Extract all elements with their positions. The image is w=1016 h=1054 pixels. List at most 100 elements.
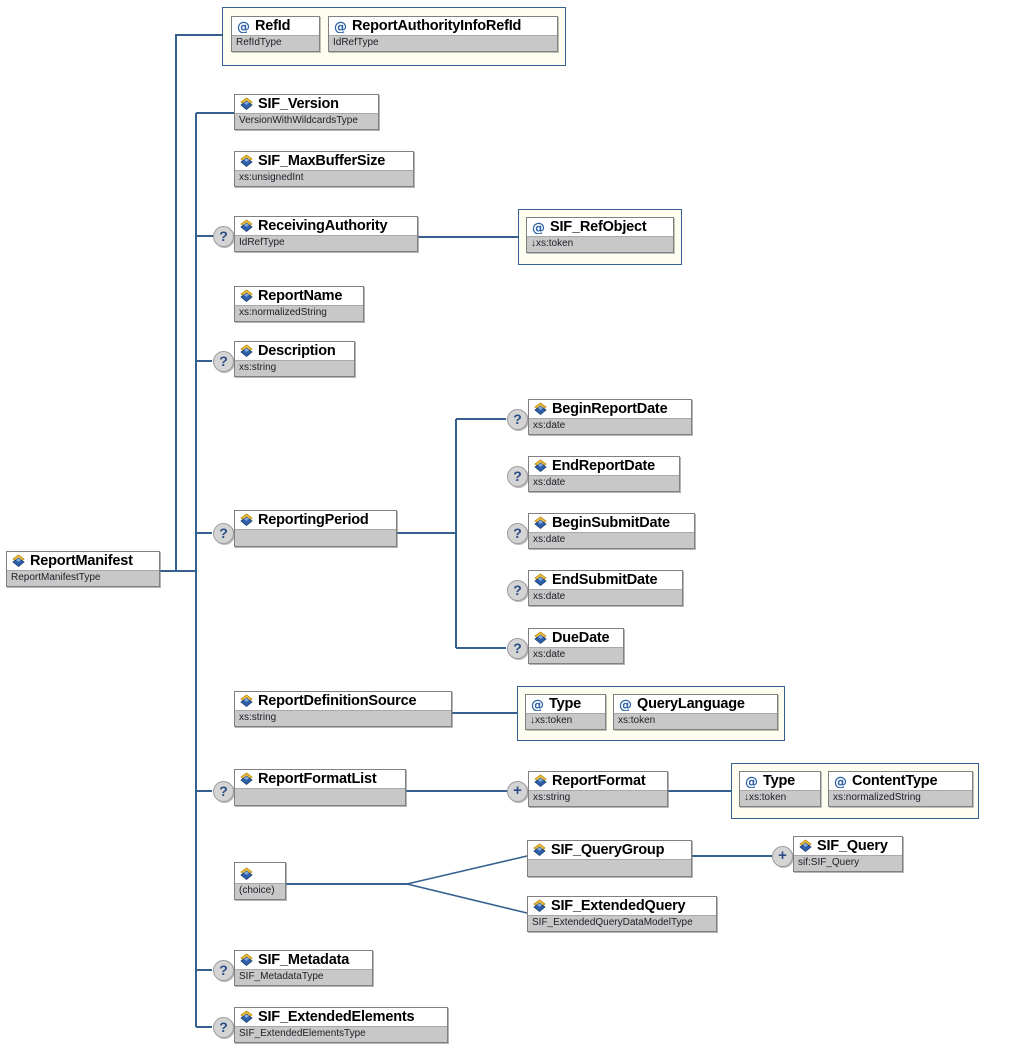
node-name-row: SIF_ExtendedElements — [235, 1008, 447, 1026]
node-name-row: @ Type — [526, 695, 605, 713]
svg-text:@: @ — [237, 20, 250, 33]
element-icon — [239, 344, 254, 358]
node-type: xs:normalizedString — [235, 305, 363, 321]
node-reporting-period[interactable]: ReportingPeriod — [234, 510, 397, 547]
node-type: SIF_ExtendedQueryDataModelType — [528, 915, 716, 931]
node-name-row: @ Type — [740, 772, 820, 790]
node-name-row: EndSubmitDate — [529, 571, 682, 589]
svg-text:@: @ — [619, 698, 632, 711]
node-type: VersionWithWildcardsType — [235, 113, 378, 129]
at-icon: @ — [333, 19, 348, 33]
at-icon: @ — [744, 774, 759, 788]
node-name-row: BeginReportDate — [529, 400, 691, 418]
node-sif-extendedquery[interactable]: SIF_ExtendedQuery SIF_ExtendedQueryDataM… — [527, 896, 717, 932]
node-sif-version[interactable]: SIF_Version VersionWithWildcardsType — [234, 94, 379, 130]
node-type: ↓xs:token — [740, 790, 820, 806]
node-begin-submit-date[interactable]: BeginSubmitDate xs:date — [528, 513, 695, 549]
occurrence-marker-optional: ? — [507, 580, 528, 601]
element-icon — [533, 774, 548, 788]
element-icon — [532, 843, 547, 857]
node-type: xs:string — [235, 710, 451, 726]
svg-text:@: @ — [531, 698, 544, 711]
node-label: SIF_Query — [817, 838, 888, 854]
node-attr-query-language[interactable]: @ QueryLanguage xs:token — [613, 694, 778, 730]
occurrence-marker-optional: ? — [213, 351, 234, 372]
node-label: QueryLanguage — [637, 696, 745, 712]
node-end-report-date[interactable]: EndReportDate xs:date — [528, 456, 680, 492]
node-attr-refid[interactable]: @ RefId RefIdType — [231, 16, 320, 52]
node-end-submit-date[interactable]: EndSubmitDate xs:date — [528, 570, 683, 606]
node-label: Type — [763, 773, 795, 789]
occurrence-marker-optional: ? — [213, 960, 234, 981]
node-type: xs:string — [235, 360, 354, 376]
svg-text:@: @ — [532, 221, 545, 234]
element-icon — [533, 516, 548, 530]
element-icon — [239, 772, 254, 786]
element-icon — [798, 839, 813, 853]
node-description[interactable]: Description xs:string — [234, 341, 355, 377]
node-sif-extendedelements[interactable]: SIF_ExtendedElements SIF_ExtendedElement… — [234, 1007, 448, 1043]
node-type: ReportManifestType — [7, 570, 159, 586]
node-report-manifest[interactable]: ReportManifest ReportManifestType — [6, 551, 160, 587]
node-type — [528, 859, 691, 876]
node-report-definition-source[interactable]: ReportDefinitionSource xs:string — [234, 691, 452, 727]
node-name-row: ReportFormatList — [235, 770, 405, 788]
node-attr-sif-refobject[interactable]: @ SIF_RefObject ↓xs:token — [526, 217, 674, 253]
node-type: SIF_ExtendedElementsType — [235, 1026, 447, 1042]
node-sif-querygroup[interactable]: SIF_QueryGroup — [527, 840, 692, 877]
node-type: xs:date — [529, 589, 682, 605]
element-icon — [532, 899, 547, 913]
node-label: SIF_Version — [258, 96, 339, 112]
node-label: ContentType — [852, 773, 938, 789]
node-label: ReportingPeriod — [258, 512, 369, 528]
occurrence-marker-optional: ? — [213, 781, 234, 802]
node-sif-query[interactable]: SIF_Query sif:SIF_Query — [793, 836, 903, 872]
node-attr-type[interactable]: @ Type ↓xs:token — [739, 771, 821, 807]
node-choice[interactable]: (choice) — [234, 862, 286, 900]
node-name-row: @ ContentType — [829, 772, 972, 790]
at-icon: @ — [833, 774, 848, 788]
at-icon: @ — [236, 19, 251, 33]
node-name-row: Description — [235, 342, 354, 360]
attribute-group-root: @ RefId RefIdType @ ReportAuthorityInfoR… — [222, 7, 566, 66]
node-report-format-list[interactable]: ReportFormatList — [234, 769, 406, 806]
node-label: SIF_Metadata — [258, 952, 350, 968]
occurrence-marker-optional: ? — [507, 409, 528, 430]
node-type: (choice) — [235, 883, 285, 899]
node-name-row: SIF_ExtendedQuery — [528, 897, 716, 915]
occurrence-marker-optional: ? — [507, 523, 528, 544]
node-name-row: SIF_QueryGroup — [528, 841, 691, 859]
node-type: xs:date — [529, 475, 679, 491]
node-attr-content-type[interactable]: @ ContentType xs:normalizedString — [828, 771, 973, 807]
node-label: SIF_RefObject — [550, 219, 647, 235]
element-icon — [239, 867, 254, 881]
node-type: xs:token — [614, 713, 777, 729]
svg-text:@: @ — [834, 775, 847, 788]
node-name-row: ReceivingAuthority — [235, 217, 417, 235]
element-icon — [239, 154, 254, 168]
node-report-format[interactable]: ReportFormat xs:string — [528, 771, 668, 807]
node-due-date[interactable]: DueDate xs:date — [528, 628, 624, 664]
node-sif-metadata[interactable]: SIF_Metadata SIF_MetadataType — [234, 950, 373, 986]
element-icon — [239, 97, 254, 111]
node-begin-report-date[interactable]: BeginReportDate xs:date — [528, 399, 692, 435]
node-label: EndSubmitDate — [552, 572, 658, 588]
node-type: sif:SIF_Query — [794, 855, 902, 871]
node-type: xs:normalizedString — [829, 790, 972, 806]
node-name-row: @ ReportAuthorityInfoRefId — [329, 17, 557, 35]
node-attr-report-authority-info-refid[interactable]: @ ReportAuthorityInfoRefId IdRefType — [328, 16, 558, 52]
node-name-row — [235, 863, 285, 883]
node-report-name[interactable]: ReportName xs:normalizedString — [234, 286, 364, 322]
node-label: SIF_ExtendedElements — [258, 1009, 415, 1025]
node-receiving-authority[interactable]: ReceivingAuthority IdRefType — [234, 216, 418, 252]
occurrence-marker-optional: ? — [213, 226, 234, 247]
node-label: ReportAuthorityInfoRefId — [352, 18, 522, 34]
svg-text:@: @ — [334, 20, 347, 33]
node-label: ReportName — [258, 288, 343, 304]
node-attr-type[interactable]: @ Type ↓xs:token — [525, 694, 606, 730]
element-icon — [11, 554, 26, 568]
node-sif-maxbuffersize[interactable]: SIF_MaxBufferSize xs:unsignedInt — [234, 151, 414, 187]
node-name-row: ReportDefinitionSource — [235, 692, 451, 710]
node-name-row: BeginSubmitDate — [529, 514, 694, 532]
